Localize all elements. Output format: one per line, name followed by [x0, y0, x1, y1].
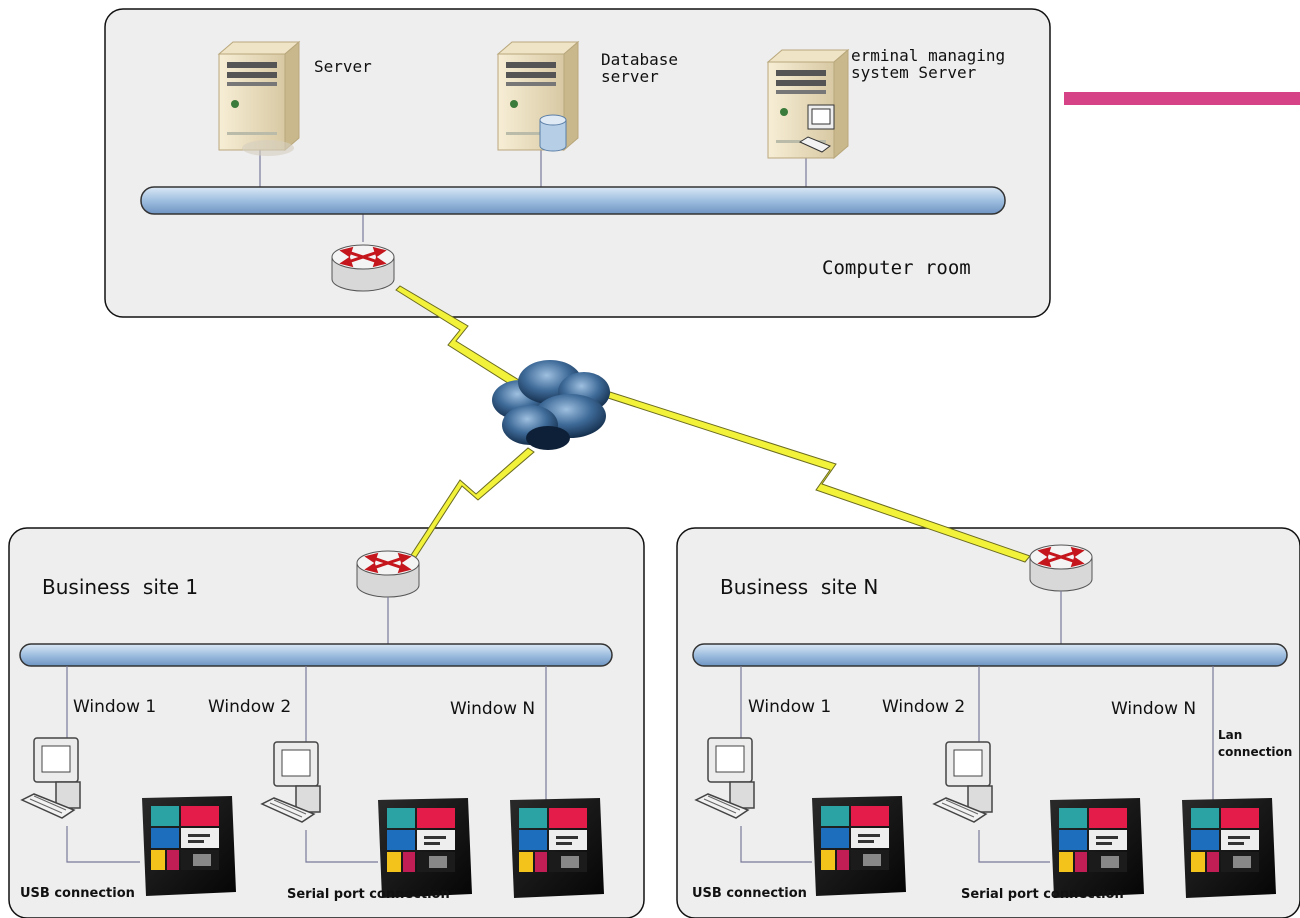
siten-tablet-2-icon — [1050, 798, 1144, 898]
site1-tablet-n-icon — [510, 798, 604, 898]
siten-router-icon — [1028, 543, 1094, 593]
database-cylinder-icon — [539, 114, 567, 152]
database-server-label: Database server — [601, 50, 679, 86]
site1-windown-label: Window N — [450, 699, 536, 719]
lightning-site1 — [399, 447, 535, 575]
siten-lan-label: Lan connection — [1218, 728, 1293, 759]
siten-windown-label: Window N — [1111, 699, 1197, 719]
cloud-icon — [492, 360, 610, 450]
site1-window2-label: Window 2 — [208, 697, 292, 717]
site1-usb-label: USB connection — [20, 886, 135, 901]
site1-title: Business site 1 — [42, 575, 199, 599]
siten-serial-label: Serial port connection — [961, 887, 1124, 902]
site1-bus — [19, 643, 613, 667]
siten-usb-label: USB connection — [692, 886, 807, 901]
terminal-monitor-icon — [798, 104, 835, 153]
site1-tablet-2-icon — [378, 798, 472, 898]
site1-window1-label: Window 1 — [73, 697, 157, 717]
site1-tablet-1-icon — [142, 796, 236, 896]
siten-bus — [692, 643, 1288, 667]
terminal-server-label: erminal managing system Server — [851, 46, 1006, 82]
siten-window2-label: Window 2 — [882, 697, 966, 717]
site1-router-icon — [355, 549, 421, 599]
server-icon — [218, 41, 300, 151]
siten-title: Business site N — [720, 575, 879, 599]
computer-room-router-icon — [330, 243, 396, 293]
computer-room-label: Computer room — [822, 257, 971, 279]
siten-tablet-1-icon — [812, 796, 906, 896]
computer-room-bus — [140, 186, 1006, 215]
siten-window1-label: Window 1 — [748, 697, 832, 717]
site1-serial-label: Serial port connection — [287, 887, 450, 902]
siten-tablet-n-icon — [1182, 798, 1276, 898]
server-label: Server — [314, 57, 372, 76]
accent-bar — [1064, 92, 1300, 105]
